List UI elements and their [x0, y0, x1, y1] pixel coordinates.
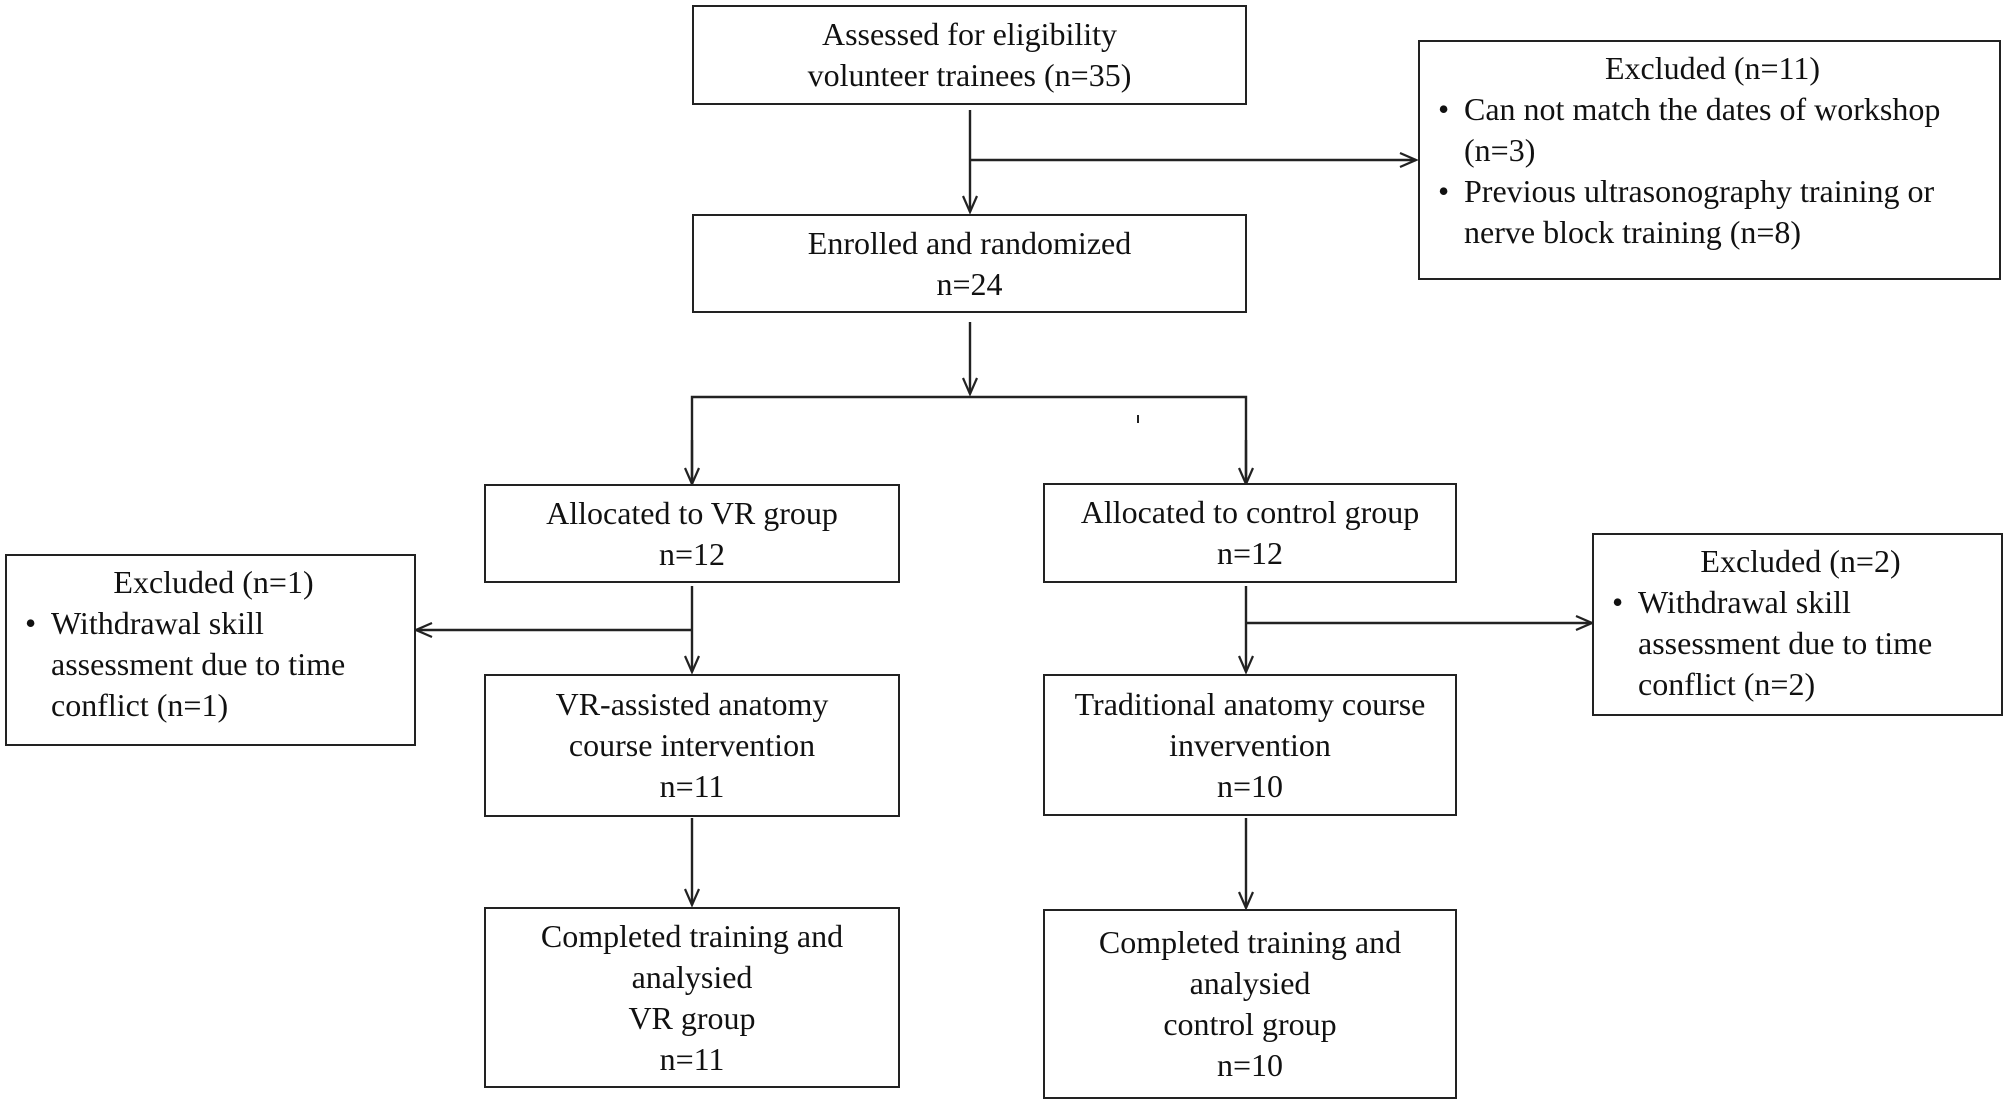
enrolled-box: Enrolled and randomized n=24 [692, 214, 1247, 313]
vr-course-line-3: n=11 [659, 768, 725, 804]
alloc-vr-line-1: Allocated to VR group [546, 494, 838, 531]
excluded-control-item: Withdrawal skill assessment due to time … [1608, 582, 1993, 705]
completed-vr-line-1: Completed training and [540, 917, 844, 954]
completed-vr-box: Completed training and analysied VR grou… [484, 907, 900, 1088]
alloc-vr-line-2: n=12 [658, 535, 726, 572]
assessed-box: Assessed for eligibility volunteer train… [692, 5, 1247, 105]
vr-course-line-1: VR-assisted anatomy [555, 686, 829, 722]
completed-control-line-4: n=10 [1216, 1047, 1284, 1083]
excluded-control-heading: Excluded (n=2) [1700, 543, 1901, 579]
alloc-control-line-2: n=12 [1216, 535, 1284, 571]
completed-control-line-3: control group [1163, 1006, 1337, 1042]
excluded-control-box: Excluded (n=2) Withdrawal skill assessme… [1592, 533, 2003, 716]
completed-control-line-1: Completed training and [1098, 924, 1402, 960]
trad-course-box: Traditional anatomy course invervention … [1043, 674, 1457, 816]
excluded-top-list: Can not match the dates of workshop (n=3… [1434, 89, 1991, 253]
completed-control-box: Completed training and analysied control… [1043, 909, 1457, 1099]
split-line [690, 395, 1248, 484]
excluded-top-item: Previous ultrasonography training or ner… [1434, 171, 1991, 253]
excluded-control-list: Withdrawal skill assessment due to time … [1608, 582, 1993, 705]
alloc-control-box: Allocated to control group n=12 [1043, 483, 1457, 583]
trad-course-line-1: Traditional anatomy course [1074, 685, 1426, 722]
vr-course-line-2: course intervention [568, 727, 816, 763]
completed-vr-line-4: n=11 [659, 1040, 725, 1077]
assessed-line-1: Assessed for eligibility [821, 16, 1118, 52]
vr-course-box: VR-assisted anatomy course intervention … [484, 674, 900, 817]
alloc-control-line-1: Allocated to control group [1080, 494, 1420, 530]
excluded-top-box: Excluded (n=11) Can not match the dates … [1418, 40, 2001, 280]
completed-vr-line-3: VR group [628, 999, 756, 1036]
enrolled-line-2: n=24 [936, 265, 1003, 302]
excluded-vr-heading: Excluded (n=1) [113, 564, 314, 600]
excluded-vr-box: Excluded (n=1) Withdrawal skill assessme… [5, 554, 416, 746]
enrolled-line-1: Enrolled and randomized [807, 224, 1132, 261]
trad-course-line-3: n=10 [1216, 767, 1284, 804]
completed-vr-line-2: analysied [631, 958, 753, 995]
excluded-top-item: Can not match the dates of workshop (n=3… [1434, 89, 1991, 171]
excluded-vr-item: Withdrawal skill assessment due to time … [21, 603, 406, 726]
completed-control-line-2: analysied [1189, 965, 1311, 1001]
alloc-vr-box: Allocated to VR group n=12 [484, 484, 900, 583]
excluded-vr-list: Withdrawal skill assessment due to time … [21, 603, 406, 726]
excluded-top-heading: Excluded (n=11) [1604, 50, 1820, 86]
assessed-line-2: volunteer trainees (n=35) [807, 57, 1132, 93]
trad-course-line-2: invervention [1169, 726, 1331, 763]
